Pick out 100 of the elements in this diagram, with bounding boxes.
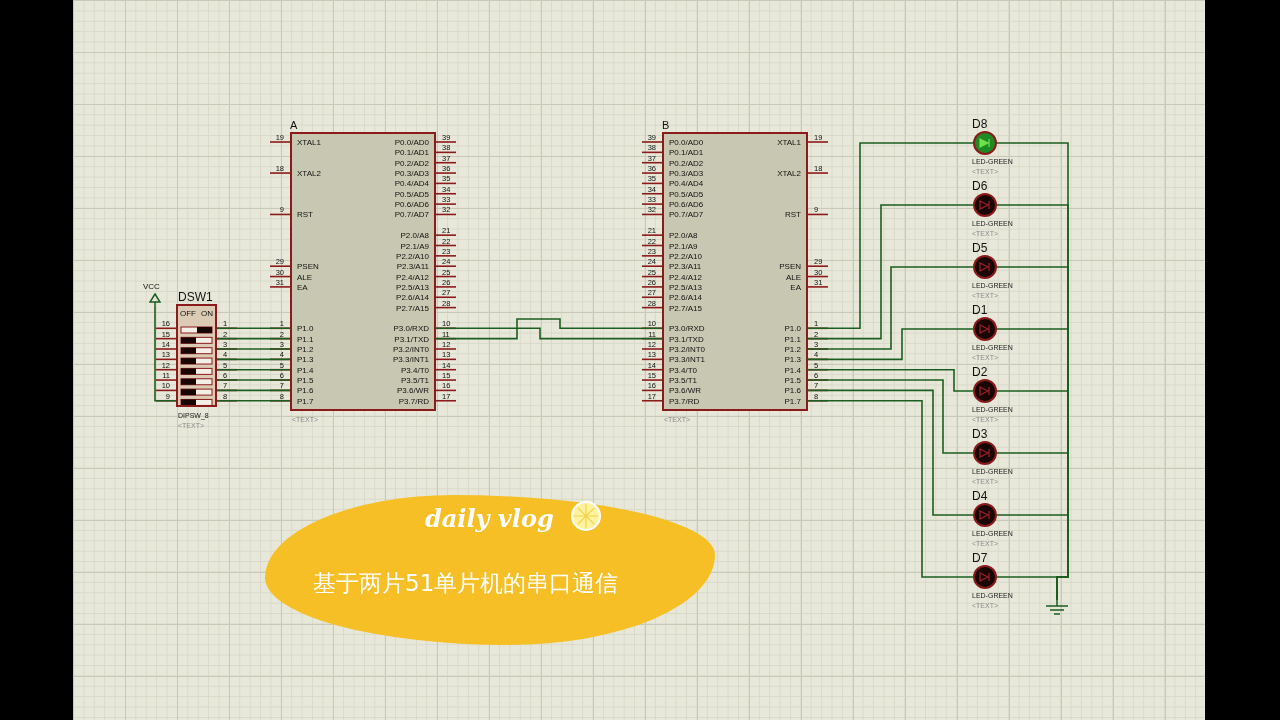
power-label: VCC	[143, 283, 160, 291]
pin-name: RST	[297, 211, 313, 220]
pin-name: P0.5/AD5	[394, 190, 429, 199]
pin-name: XTAL2	[297, 170, 321, 179]
wire	[807, 204, 974, 340]
pin-name: P1.3	[784, 356, 801, 365]
pin-name: P2.0/A8	[669, 232, 698, 241]
pin-name: P2.7/A15	[396, 304, 429, 313]
pin-name: P2.5/A13	[669, 283, 702, 292]
pin-name: P0.1/AD1	[669, 149, 704, 158]
pin-name: ALE	[297, 273, 313, 282]
wire	[216, 389, 291, 392]
pin-name: P2.6/A14	[669, 294, 702, 303]
banner-text: daily vlog	[425, 507, 554, 531]
pin-name: P0.7/AD7	[669, 211, 704, 220]
pin-name: P2.1/A9	[669, 242, 698, 251]
pin-name: P0.1/AD1	[394, 149, 429, 158]
pin-name: P3.3/INT1	[669, 356, 705, 365]
pin-name: P2.7/A15	[669, 304, 702, 313]
pin-name: P1.2	[784, 346, 801, 354]
pin-name: P3.7/RD	[669, 397, 700, 406]
wire	[807, 368, 974, 392]
component-label: D4	[972, 490, 988, 502]
pin-name: P0.0/AD0	[394, 139, 429, 147]
pin-name: P3.6/WR	[669, 387, 701, 396]
pin-name: PSEN	[297, 263, 319, 272]
pin-name: P0.7/AD7	[394, 211, 429, 220]
pin-name: P0.6/AD6	[394, 201, 429, 210]
pin-name: P1.4	[297, 366, 314, 375]
pin-name: RST	[785, 211, 801, 220]
wire	[216, 358, 291, 361]
pin-name: P2.0/A8	[400, 232, 429, 241]
wire	[807, 379, 974, 454]
wire	[807, 266, 974, 350]
component-label: DSW1	[178, 291, 213, 303]
component-label: D5	[972, 242, 988, 254]
wire	[216, 327, 291, 330]
pin-name: P0.3/AD3	[394, 170, 429, 179]
component-label: D3	[972, 428, 988, 440]
wire	[807, 142, 974, 330]
wire	[216, 337, 291, 340]
pin-name: P3.4/T0	[401, 366, 429, 375]
wire	[216, 368, 291, 371]
component-label: D1	[972, 304, 988, 316]
pin-name: P1.5	[784, 377, 801, 386]
pin-name: EA	[297, 283, 308, 292]
pin-name: P3.2/INT0	[393, 346, 429, 354]
pin-name: P3.1/TXD	[394, 335, 429, 344]
pin-name: P3.3/INT1	[393, 356, 429, 365]
pin-name: P0.3/AD3	[669, 170, 704, 179]
pin-name: P1.3	[297, 356, 314, 365]
pin-name: P3.7/RD	[398, 397, 429, 406]
pin-name: P1.5	[297, 377, 314, 386]
pin-name: P2.4/A12	[396, 273, 429, 282]
pin-name: XTAL1	[777, 139, 801, 147]
pin-name: P1.1	[784, 335, 801, 344]
pin-name: P1.4	[784, 366, 801, 375]
chip-label: B	[662, 120, 670, 131]
pin-name: P1.1	[297, 335, 314, 344]
pin-name: EA	[790, 283, 801, 292]
pin-name: P0.4/AD4	[669, 180, 704, 189]
pin-name: P3.1/TXD	[669, 335, 704, 344]
switch-state-text: ON	[201, 310, 213, 318]
pin-name: P2.2/A10	[669, 252, 702, 261]
pin-name: P3.2/INT0	[669, 346, 705, 354]
pin-name: P0.0/AD0	[669, 139, 704, 147]
component-label: D6	[972, 180, 988, 192]
pin-name: P0.2/AD2	[669, 159, 704, 168]
chip-label: A	[290, 120, 298, 131]
wire	[154, 306, 177, 402]
pin-name: P3.0/RXD	[393, 325, 429, 334]
wire	[807, 328, 974, 361]
wire	[216, 379, 291, 381]
component-label: D2	[972, 366, 988, 378]
pin-name: ALE	[785, 273, 801, 282]
ground-symbol	[1045, 600, 1069, 616]
wire	[216, 348, 291, 350]
wire	[996, 576, 1069, 601]
pin-name: XTAL2	[777, 170, 801, 179]
pin-name: P0.4/AD4	[394, 180, 429, 189]
pin-name: XTAL1	[297, 139, 321, 147]
pin-name: P3.4/T0	[669, 366, 697, 375]
wire	[216, 399, 291, 402]
title: 基于两片51单片机的串口通信	[313, 572, 619, 595]
wire	[807, 399, 974, 578]
pin-name: P1.0	[784, 325, 801, 334]
pin-name: P3.6/WR	[397, 387, 429, 396]
pin-name: P2.1/A9	[400, 242, 429, 251]
wire	[435, 327, 663, 340]
pin-name: P0.6/AD6	[669, 201, 704, 210]
component-label: D8	[972, 118, 988, 130]
wire	[807, 389, 974, 516]
pin-name: P1.7	[297, 397, 314, 406]
pin-name: P3.0/RXD	[669, 325, 705, 334]
pin-name: P2.2/A10	[396, 252, 429, 261]
component-label: D7	[972, 552, 988, 564]
pin-name: P0.2/AD2	[394, 159, 429, 168]
wire	[435, 318, 663, 340]
pin-name: P2.3/A11	[396, 263, 429, 272]
pin-name: P2.4/A12	[669, 273, 702, 282]
